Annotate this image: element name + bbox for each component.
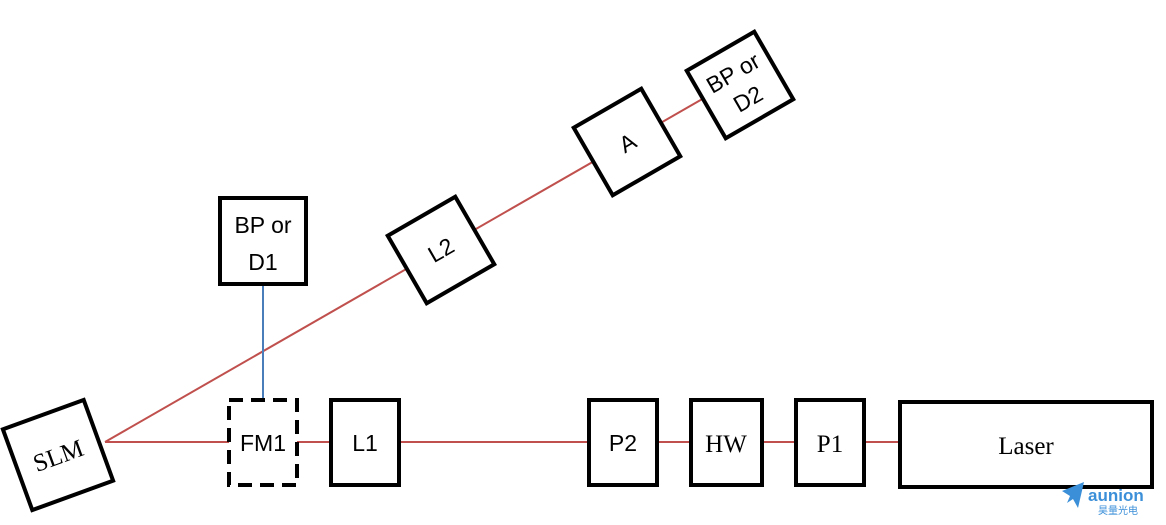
laser-component: Laser <box>898 400 1154 489</box>
analyzer-component: A <box>570 85 684 199</box>
l1-label: L1 <box>352 430 378 456</box>
p1-label: P1 <box>817 431 843 458</box>
detector-1-label-line1: BP or <box>234 212 291 238</box>
l1-component: L1 <box>329 398 401 487</box>
paper-plane-icon <box>1062 482 1084 508</box>
p2-component: P2 <box>587 398 659 487</box>
p2-label: P2 <box>609 430 637 456</box>
fm1-component: FM1 <box>227 398 299 487</box>
l2-component: L2 <box>384 193 498 307</box>
hw-component: HW <box>689 398 764 487</box>
fm1-label: FM1 <box>240 430 286 456</box>
hw-label: HW <box>705 431 747 458</box>
watermark-brand: aunion <box>1088 486 1144 505</box>
detector-1-label-line2: D1 <box>248 249 277 275</box>
slm-component: SLM <box>0 397 116 513</box>
laser-label: Laser <box>998 433 1054 460</box>
watermark: aunion 昊量光电 <box>1062 482 1144 517</box>
p1-component: P1 <box>794 398 866 487</box>
detector-2-component: BP or D2 <box>683 28 797 142</box>
detector-1-component: BP or D1 <box>218 196 308 286</box>
watermark-subtitle: 昊量光电 <box>1098 504 1138 517</box>
